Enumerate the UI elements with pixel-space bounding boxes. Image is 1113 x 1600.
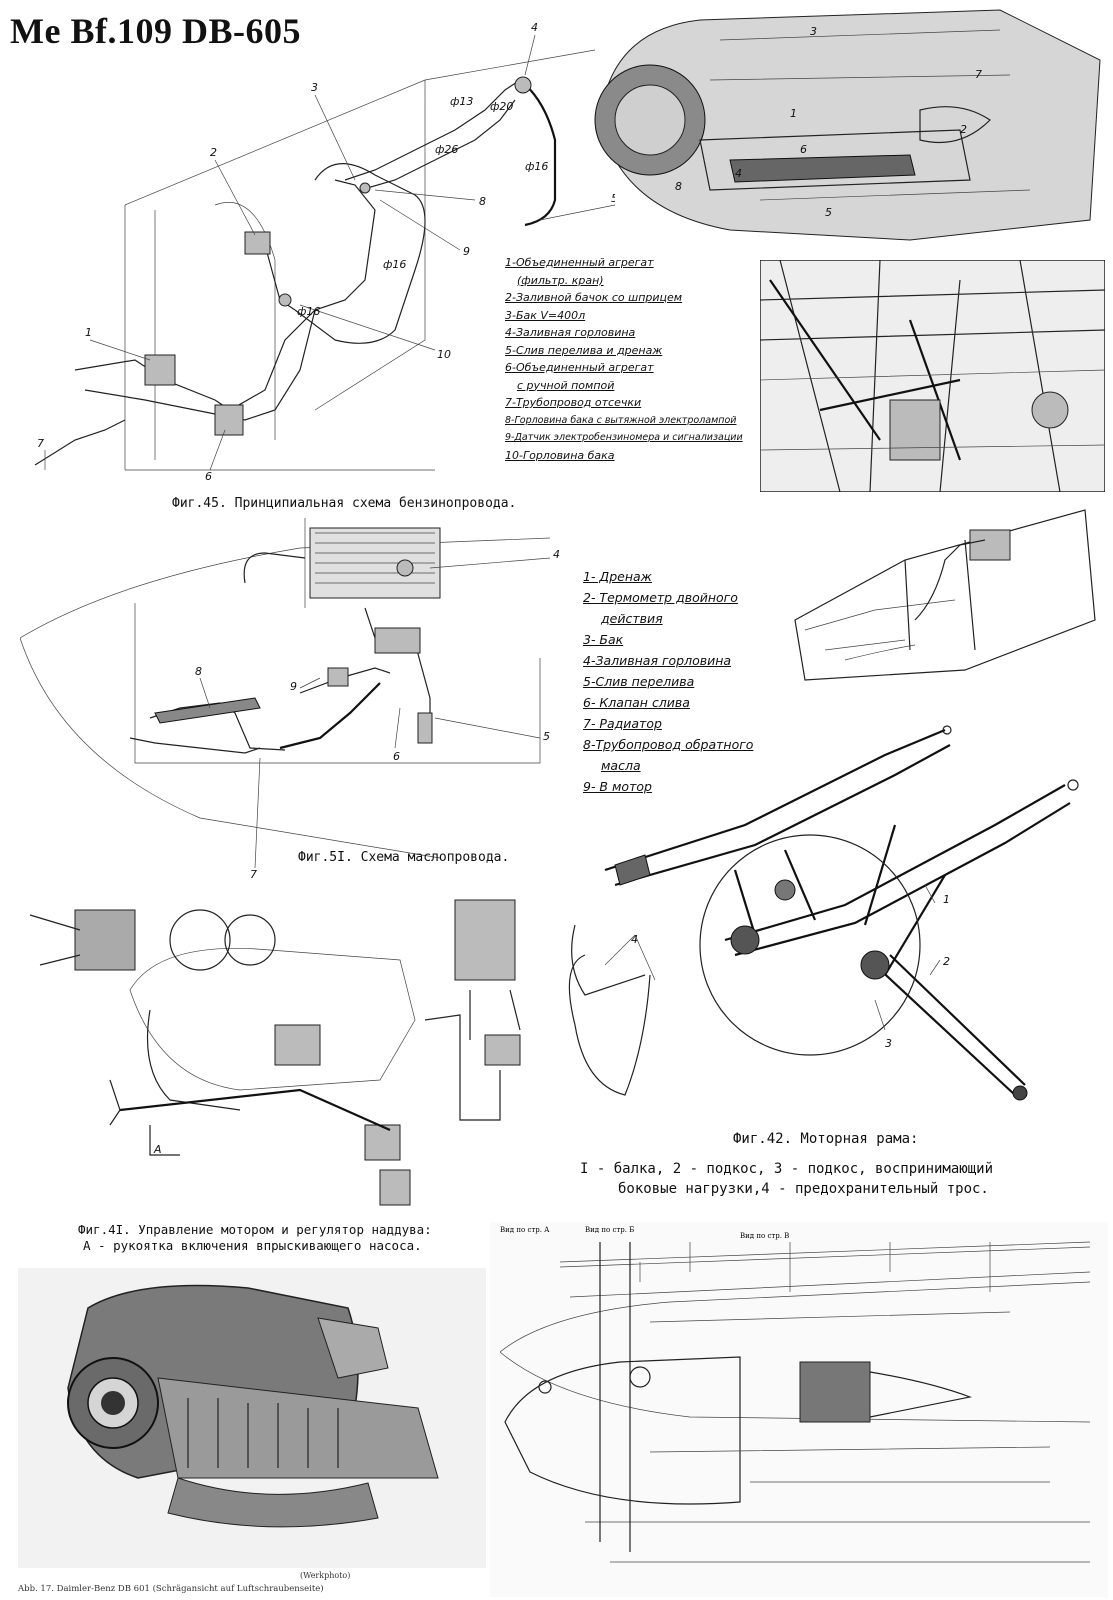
view-label-a: Вид по стр. А [500,1226,550,1234]
fuel-legend-item: 1-Объединенный агрегат [505,256,654,269]
photo-caption: Abb. 17. Daimler-Benz DB 601 (Schrägansi… [18,1584,324,1594]
oil-legend-item: 1- Дренаж [583,569,652,584]
oil-legend-item: 5-Слив перелива [583,674,695,689]
fuel-legend-item: (фильтр. кран) [517,273,604,287]
fuel-legend-item: 4-Заливная горловина [505,326,636,339]
cowl-callout-6: 6 [800,143,807,156]
fuel-callout-10: 10 [437,348,451,361]
pipe-label-f13: ф13 [450,95,473,108]
oil-legend-item: масла [601,758,641,773]
fuel-legend-item: с ручной помпой [517,378,615,392]
fuel-legend-item: 7-Трубопровод отсечки [505,396,642,409]
fuel-legend-item: 5-Слив перелива и дренаж [505,343,663,357]
fuel-callout-2: 2 [210,146,217,159]
fuel-system-diagram [34,34,615,471]
oil-system-caption: Фиг.5I. Схема маслопровода. [298,850,510,865]
oil-system-diagram: 4 8 9 6 5 7 [20,518,560,881]
oil-callout-8: 8 [195,665,202,678]
fuel-callout-9: 9 [463,245,470,258]
engine-mount-caption: Фиг.42. Моторная рама: [733,1131,919,1147]
oil-callout-6: 6 [393,750,400,763]
fuel-callout-8: 8 [479,195,486,208]
oil-legend-item: действия [601,611,663,626]
pipe-label-f16-a: ф16 [525,160,548,173]
fuselage-sketch [794,509,1096,681]
fuel-system-callouts: 1 2 3 4 5 6 7 8 9 10 ф13 ф20 ф26 ф16 ф16… [37,21,615,483]
mount-callout-2: 2 [943,955,950,968]
fuel-callout-5: 5 [611,192,615,205]
page-title: Me Bf.109 DB-605 [10,11,301,51]
view-label-v: Вид по стр. В [740,1232,789,1240]
view-label-b: Вид по стр. Б [585,1226,634,1234]
engine-cowling-illustration: 1 2 3 4 5 6 7 8 [594,9,1101,241]
cowl-callout-1: 1 [790,107,797,120]
engine-control-diagram: A [29,899,521,1206]
fuel-callout-7: 7 [37,437,44,450]
fuel-system-legend: 1-Объединенный агрегат (фильтр. кран) 2-… [505,254,743,464]
db601-engine-photo [18,1268,486,1568]
cowl-callout-8: 8 [675,180,682,193]
fuel-legend-item: 9-Датчик электробензиномера и сигнализац… [505,432,743,443]
oil-callout-5: 5 [543,730,550,743]
engine-mount-diagram: 1 2 3 4 [568,725,1079,1101]
pipe-label-f26: ф26 [435,143,458,156]
oil-legend-item: 6- Клапан слива [583,695,690,710]
engine-mount-caption-line2: I - балка, 2 - подкос, 3 - подкос, воспр… [580,1161,994,1177]
oil-legend-item: 4-Заливная горловина [583,653,732,668]
fuel-callout-6: 6 [205,470,212,483]
fuel-legend-item: 3-Бак V=400л [505,308,586,322]
cowl-callout-2: 2 [960,123,967,136]
fuel-callout-4: 4 [531,21,538,34]
fuel-legend-item: 2-Заливной бачок со шприцем [505,291,683,304]
fuel-callout-3: 3 [311,81,318,94]
fuel-legend-item: 8-Горловина бака с вытяжной электролампо… [505,414,737,426]
cowl-callout-7: 7 [975,68,982,81]
oil-callout-9: 9 [290,680,297,693]
pipe-label-f16-c: ф16 [297,305,320,318]
mount-callout-4: 4 [631,933,638,946]
engine-control-caption: Фиг.4I. Управление мотором и регулятор н… [78,1222,432,1237]
oil-legend-item: 3- Бак [583,632,624,647]
fuselage-engineering-drawing: Вид по стр. А Вид по стр. Б Вид по стр. … [490,1222,1108,1597]
oil-legend-item: 7- Радиатор [583,716,662,731]
engine-control-caption-line2: А - рукоятка включения впрыскивающего на… [83,1238,422,1253]
fuel-legend-item: 10-Горловина бака [505,448,615,462]
oil-legend-item: 9- В мотор [583,779,652,794]
oil-legend-item: 8-Трубопровод обратного [583,737,754,752]
oil-legend-item: 2- Термометр двойного [583,590,738,605]
oil-callout-7: 7 [250,868,257,881]
oil-system-legend: 1- Дренаж 2- Термометр двойного действия… [583,566,753,797]
photo-credit: (Werkphoto) [300,1571,351,1580]
mount-callout-1: 1 [943,893,950,906]
cowl-callout-4: 4 [735,167,742,180]
pipe-label-f20: ф20 [490,100,513,113]
engine-bay-photo [760,260,1105,492]
mount-callout-3: 3 [885,1037,892,1050]
engine-mount-caption-line3: боковые нагрузки,4 - предохранительный т… [618,1181,989,1197]
control-callout-a: A [153,1143,162,1156]
pipe-label-f16-b: ф16 [383,258,406,271]
cowl-callout-3: 3 [810,25,817,38]
oil-callout-4: 4 [553,548,560,561]
fuel-system-caption: Фиг.45. Принципиальная схема бензинопров… [172,496,517,511]
fuel-legend-item: 6-Объединенный агрегат [505,361,654,374]
cowl-callout-5: 5 [825,206,832,219]
fuel-callout-1: 1 [85,326,92,339]
